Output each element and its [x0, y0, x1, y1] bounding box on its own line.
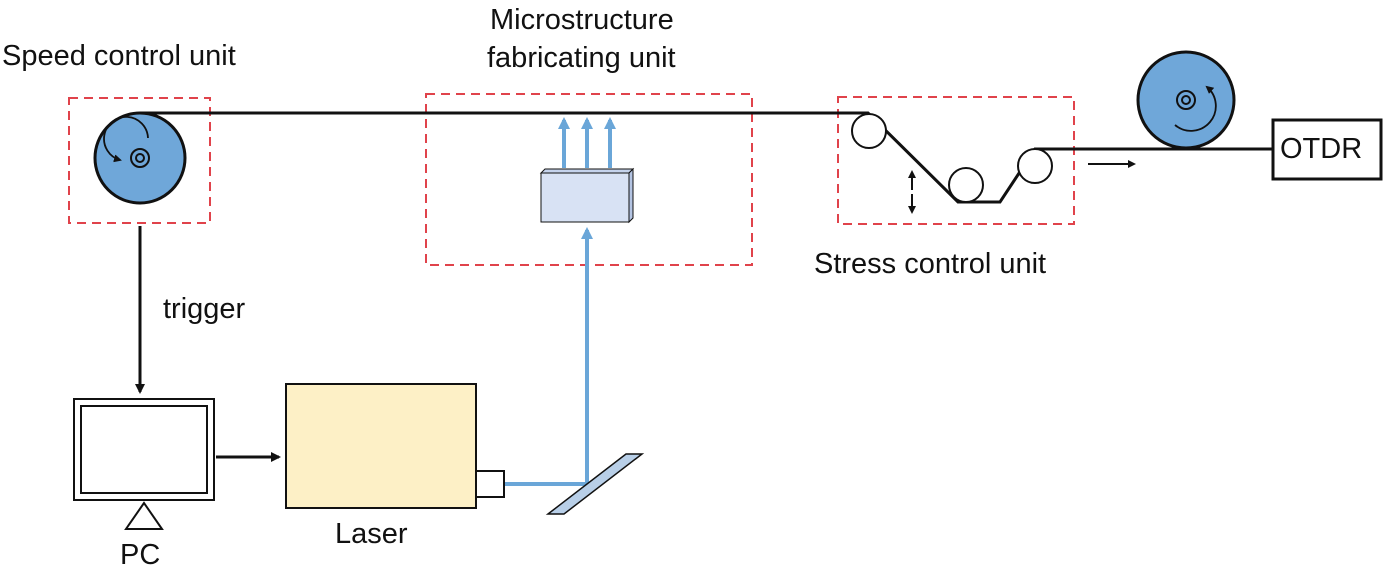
laser-label: Laser — [335, 518, 408, 550]
microstructure-label-line2: fabricating unit — [487, 42, 676, 74]
laser-output-port — [475, 470, 505, 498]
speed-control-unit-label: Speed control unit — [2, 40, 236, 72]
laser-box — [285, 383, 477, 509]
microstructure-label-line1: Microstructure — [490, 4, 674, 36]
pc-monitor-icon — [73, 398, 215, 530]
stress-roller-3 — [1017, 148, 1053, 184]
stress-control-unit-box — [837, 96, 1075, 225]
speed-control-unit-box — [68, 97, 211, 224]
takeup-spool-icon — [1136, 50, 1236, 150]
trigger-label: trigger — [163, 293, 246, 325]
stress-control-unit-label: Stress control unit — [814, 248, 1047, 280]
otdr-box — [1271, 118, 1383, 181]
stress-roller-1 — [851, 113, 887, 149]
beam-block-icon — [539, 167, 635, 224]
mirror-icon — [545, 453, 645, 515]
supply-spool-icon — [93, 111, 187, 205]
pc-label: PC — [120, 539, 161, 571]
otdr-label: OTDR — [1280, 133, 1363, 165]
optical-fiber — [140, 111, 1273, 204]
stress-roller-2 — [948, 167, 984, 203]
